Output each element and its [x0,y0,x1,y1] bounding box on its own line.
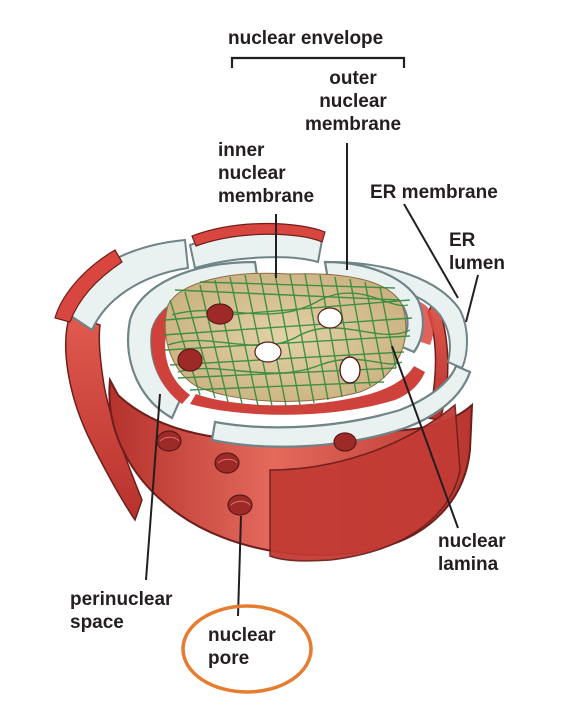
label-line: lumen [449,253,505,274]
label-line: membrane [304,114,402,135]
label-line: ER [449,230,476,251]
pointer-er-membrane [403,203,459,299]
label-perinuclear-space: perinuclear space [70,588,172,634]
label-inner-nuclear-membrane: inner nuclear membrane [218,139,314,208]
er-top-flap [188,222,326,270]
label-line: lamina [438,554,499,575]
label-line: membrane [218,186,315,207]
outer-wall-right [269,403,461,562]
pointer-lines [145,143,479,617]
nuclear-pore-highlight [181,604,313,694]
pointer-nuclear-pore [237,515,242,617]
pores-outer [156,430,357,516]
label-line: nuclear [218,163,286,184]
label-line: nuclear [319,91,387,112]
pointer-nuclear-lamina [391,345,459,529]
pointer-er-lumen [465,274,479,323]
label-nuclear-envelope: nuclear envelope [228,28,384,49]
label-line: nuclear [438,531,506,552]
label-line: outer [329,68,377,89]
label-line: inner [218,140,265,161]
pointer-perinuclear-space [145,393,161,581]
label-line: pore [208,648,250,669]
label-er-membrane: ER membrane [370,182,498,203]
label-nuclear-pore: nuclear pore [208,624,276,670]
pores-inner [177,303,361,384]
label-line: perinuclear [70,589,173,610]
label-line: space [70,612,124,633]
label-er-lumen: ER lumen [449,229,505,275]
er-left-flap [54,238,190,522]
label-outer-nuclear-membrane: outer nuclear membrane [293,67,413,136]
nuclear-lamina-mesh [162,273,413,407]
envelope-bracket [230,56,406,68]
label-line: nuclear [208,625,276,646]
label-nuclear-lamina: nuclear lamina [438,530,506,576]
